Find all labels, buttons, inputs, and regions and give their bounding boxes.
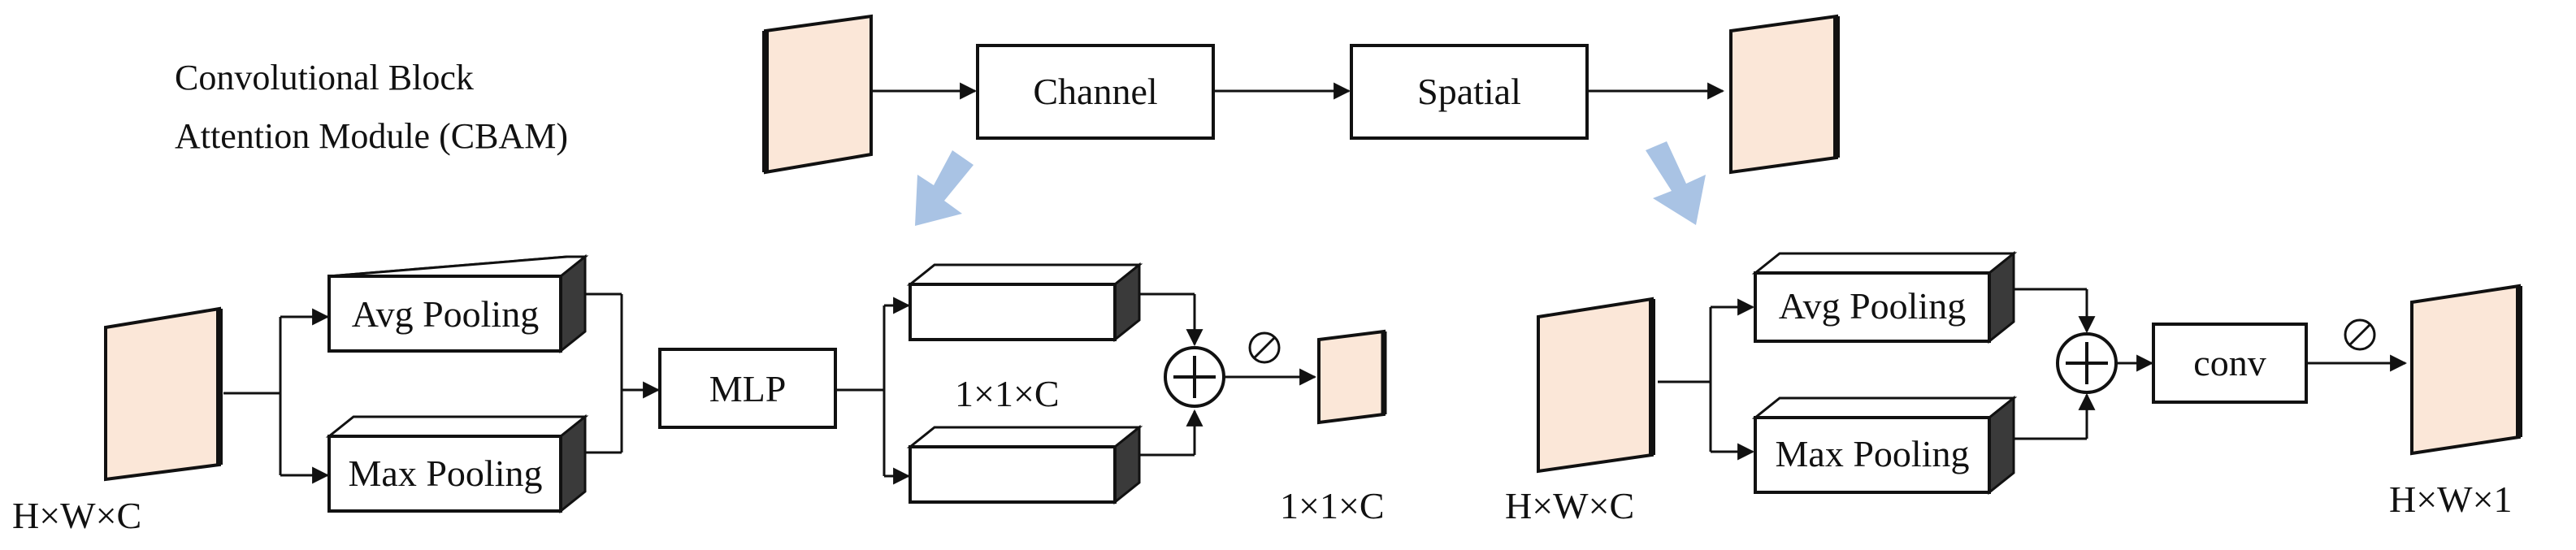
channel-label: Channel (1033, 71, 1157, 112)
spatial-out-dim: H×W×1 (2389, 479, 2513, 520)
conv-label: conv (2193, 342, 2266, 383)
channel-output-feature (1317, 329, 1387, 425)
top-input-feature (762, 14, 873, 175)
spatial-sigmoid-icon (2344, 318, 2376, 351)
spatial-avg-pooling-label: Avg Pooling (1779, 285, 1966, 327)
channel-max-pooling-block (325, 414, 589, 514)
spatial-avg-pooling-block (1751, 250, 2018, 344)
conv-box (2152, 323, 2308, 404)
spatial-sum-icon (2056, 332, 2118, 394)
channel-avg-pooling-block (327, 253, 589, 354)
mlp-label: MLP (709, 368, 787, 409)
spatial-output-feature (2410, 284, 2522, 456)
channel-avg-pooling-label: Avg Pooling (352, 293, 539, 335)
title-line-1: Convolutional Block (175, 58, 474, 97)
spatial-max-pooling-label: Max Pooling (1776, 433, 1970, 474)
channel-sigmoid-icon (1248, 331, 1281, 364)
top-output-feature (1729, 14, 1840, 175)
expand-spatial-arrow-icon (1646, 141, 1706, 225)
spatial-box (1350, 44, 1589, 140)
channel-max-pooling-label: Max Pooling (349, 453, 543, 494)
channel-upper-vector-block (906, 262, 1143, 343)
channel-mid-dim: 1×1×C (955, 373, 1060, 414)
mlp-box (658, 348, 837, 429)
expand-channel-arrow-icon (915, 150, 974, 226)
channel-out-dim: 1×1×C (1280, 485, 1385, 526)
spatial-label: Spatial (1417, 71, 1521, 112)
spatial-input-dim: H×W×C (1505, 485, 1634, 526)
channel-input-dim: H×W×C (12, 495, 141, 536)
channel-sum-icon (1164, 346, 1225, 408)
spatial-input-feature (1537, 297, 1655, 474)
spatial-max-pooling-block (1751, 395, 2018, 496)
channel-lower-vector-block (906, 424, 1143, 505)
title-line-2: Attention Module (CBAM) (175, 116, 568, 156)
channel-input-feature (104, 306, 223, 482)
